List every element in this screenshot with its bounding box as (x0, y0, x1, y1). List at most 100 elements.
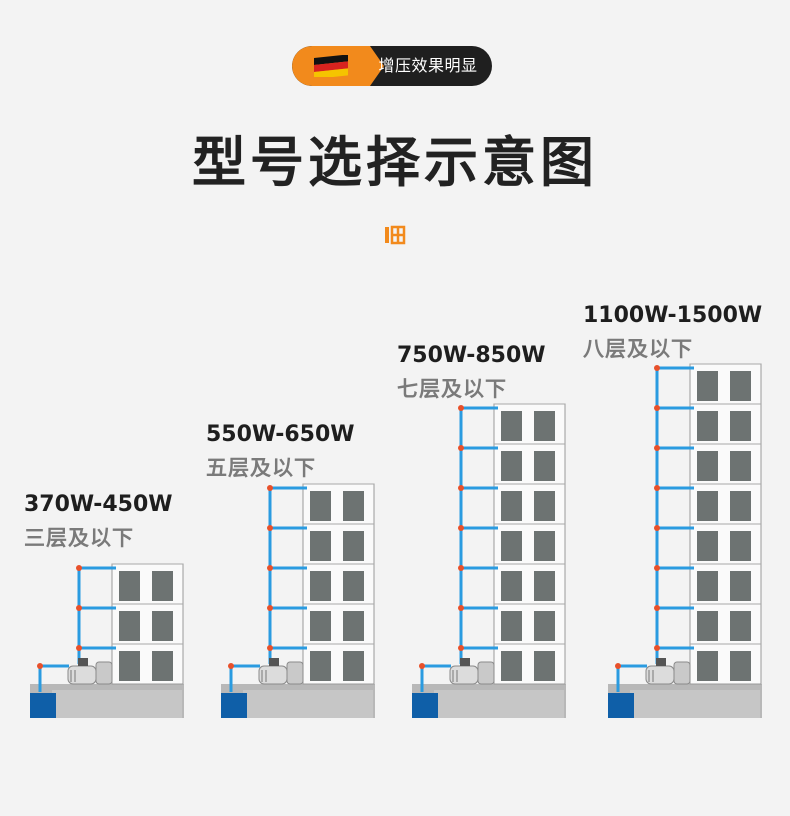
double-stripe-icon (385, 225, 406, 245)
window (697, 611, 718, 641)
model-floors-2: 五层及以下 (206, 456, 316, 480)
window (534, 491, 555, 521)
pipe-joint (654, 605, 660, 611)
pipe-joint (76, 565, 82, 571)
window (697, 531, 718, 561)
pipe-joint (654, 485, 660, 491)
window (501, 491, 522, 521)
window (501, 651, 522, 681)
window (730, 411, 751, 441)
window (310, 651, 331, 681)
window (730, 651, 751, 681)
pipe-joint (654, 445, 660, 451)
pump-head (477, 661, 495, 685)
water-tank (221, 693, 247, 718)
window (730, 571, 751, 601)
window (730, 611, 751, 641)
pump-head (286, 661, 304, 685)
window (534, 571, 555, 601)
pipe-joint (458, 565, 464, 571)
window (152, 571, 173, 601)
window (119, 651, 140, 681)
ground-slab-face (630, 690, 760, 718)
window (697, 451, 718, 481)
pipe-joint (654, 565, 660, 571)
window (534, 651, 555, 681)
window (310, 611, 331, 641)
window (534, 451, 555, 481)
pipe-joint (419, 663, 425, 669)
pipe-joint (267, 565, 273, 571)
model-floors-3: 七层及以下 (397, 377, 507, 401)
window (310, 531, 331, 561)
pipe-joint (76, 605, 82, 611)
pump-gauge (460, 658, 470, 666)
pump-motor (258, 665, 288, 685)
window (730, 531, 751, 561)
window (119, 571, 140, 601)
window (501, 451, 522, 481)
window (501, 611, 522, 641)
pump-gauge (78, 658, 88, 666)
water-tank (412, 693, 438, 718)
pump-motor (645, 665, 675, 685)
ground-slab-face (243, 690, 373, 718)
window (119, 611, 140, 641)
pipe-joint (654, 645, 660, 651)
pipe-joint (458, 405, 464, 411)
window (730, 491, 751, 521)
window (697, 491, 718, 521)
window (343, 491, 364, 521)
window (343, 611, 364, 641)
window (343, 571, 364, 601)
pipe-joint (615, 663, 621, 669)
window (697, 651, 718, 681)
water-tank (608, 693, 634, 718)
window (310, 571, 331, 601)
model-range-2: 550W-650W (206, 422, 355, 447)
badge-text: 增压效果明显 (378, 56, 478, 75)
pump-motor (449, 665, 479, 685)
model-range-3: 750W-850W (397, 343, 546, 368)
window (697, 571, 718, 601)
pipe-joint (267, 525, 273, 531)
window (501, 411, 522, 441)
ground-slab-face (434, 690, 564, 718)
window (534, 411, 555, 441)
pipe-joint (267, 485, 273, 491)
window (152, 611, 173, 641)
water-tank (30, 693, 56, 718)
pipe-joint (267, 645, 273, 651)
ground-slab-face (52, 690, 182, 718)
pipe-joint (37, 663, 43, 669)
window (730, 451, 751, 481)
pipe-joint (458, 645, 464, 651)
germany-flag-icon (314, 55, 348, 77)
pump-gauge (269, 658, 279, 666)
window (310, 491, 331, 521)
model-range-4: 1100W-1500W (583, 303, 763, 328)
window (534, 611, 555, 641)
page-title: 型号选择示意图 (192, 131, 598, 194)
window (343, 531, 364, 561)
pump-head (673, 661, 691, 685)
window (501, 531, 522, 561)
model-range-1: 370W-450W (24, 492, 173, 517)
window (343, 651, 364, 681)
feature-badge: 增压效果明显 (292, 46, 492, 86)
pump-gauge (656, 658, 666, 666)
model-floors-4: 八层及以下 (583, 337, 693, 361)
window (730, 371, 751, 401)
pipe-joint (654, 525, 660, 531)
pipe-joint (458, 525, 464, 531)
pump-motor (67, 665, 97, 685)
pipe-joint (228, 663, 234, 669)
window (697, 411, 718, 441)
pipe-joint (654, 405, 660, 411)
window (697, 371, 718, 401)
pipe-joint (458, 605, 464, 611)
pipe-joint (76, 645, 82, 651)
window (501, 571, 522, 601)
pipe-joint (267, 605, 273, 611)
